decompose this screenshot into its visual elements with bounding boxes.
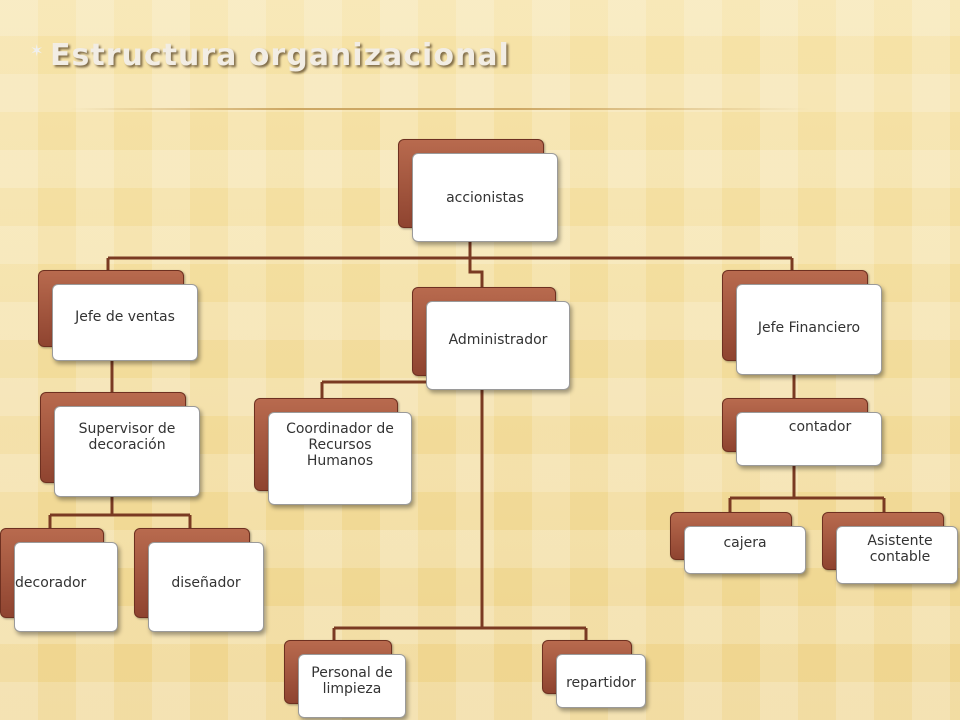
node-label: Personal de limpieza [298, 654, 406, 718]
node-jefe-financiero: Jefe Financiero [722, 270, 882, 375]
node-label: repartidor [556, 654, 646, 708]
node-contador: contador [722, 398, 882, 466]
node-label: decorador [14, 542, 118, 632]
node-label: Jefe de ventas [52, 284, 198, 361]
node-coordinador-rrhh: Coordinador de Recursos Humanos [254, 398, 412, 505]
node-label: Administrador [426, 301, 570, 390]
node-label: cajera [684, 526, 806, 574]
node-administrador: Administrador [412, 287, 570, 390]
node-label: contador [736, 412, 882, 466]
node-cajera: cajera [670, 512, 806, 574]
node-accionistas: accionistas [398, 139, 558, 242]
star-bullet-icon: ✶ [30, 41, 44, 60]
node-label: Asistente contable [836, 526, 958, 584]
node-decorador: decorador [0, 528, 118, 632]
node-label: Coordinador de Recursos Humanos [268, 412, 412, 505]
node-asistente-contable: Asistente contable [822, 512, 958, 584]
node-label: diseñador [148, 542, 264, 632]
node-repartidor: repartidor [542, 640, 646, 708]
node-jefe-ventas: Jefe de ventas [38, 270, 198, 361]
node-label: accionistas [412, 153, 558, 242]
node-personal-limpieza: Personal de limpieza [284, 640, 406, 718]
node-label: Jefe Financiero [736, 284, 882, 375]
node-supervisor-decoracion: Supervisor de decoración [40, 392, 200, 497]
node-disenador: diseñador [134, 528, 264, 632]
node-label: Supervisor de decoración [54, 406, 200, 497]
page-title: Estructura organizacional [50, 38, 510, 73]
connector-to-administrador [468, 258, 484, 287]
title-divider [70, 108, 810, 110]
